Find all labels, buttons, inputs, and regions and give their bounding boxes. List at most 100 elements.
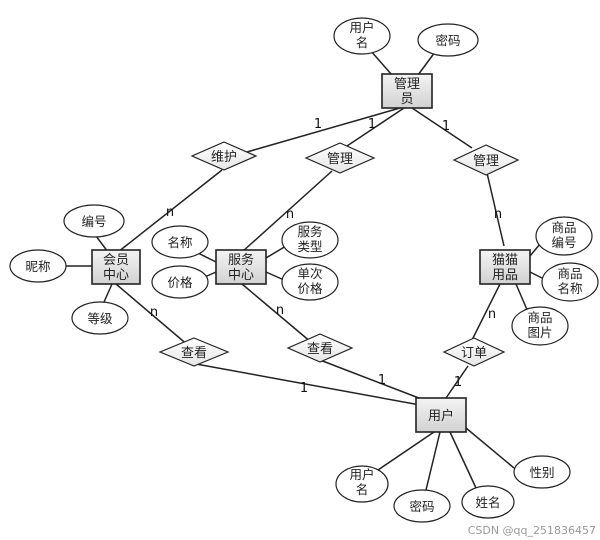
attr-member-level: 等级 [71, 301, 129, 335]
line-user-username [377, 431, 435, 471]
svg-text:名称: 名称 [167, 235, 192, 250]
svg-text:管理: 管理 [327, 152, 353, 167]
line-admin-username [369, 49, 393, 76]
attr-supplies-image: 商品 图片 [511, 306, 569, 346]
svg-text:管理: 管理 [473, 154, 499, 169]
line-view-service-user [319, 359, 425, 401]
svg-text:查看: 查看 [181, 345, 207, 361]
svg-text:图片: 图片 [527, 325, 552, 340]
relationship-order: 订单 [442, 337, 506, 367]
line-maintain-member [117, 169, 223, 253]
card-order-user: 1 [454, 375, 462, 390]
svg-text:猫猫: 猫猫 [492, 253, 518, 268]
attr-service-type: 服务 类型 [281, 221, 339, 259]
svg-text:价格: 价格 [167, 275, 193, 290]
card-supplies-order: n [488, 307, 496, 322]
svg-text:会员: 会员 [103, 253, 129, 268]
entity-service-center: 服务 中心 [215, 249, 267, 285]
card-manage-service-center: n [286, 207, 294, 222]
card-manage-supplies-center: n [494, 207, 502, 222]
svg-text:用户: 用户 [349, 467, 374, 482]
svg-text:中心: 中心 [228, 268, 254, 283]
card-view-user-2: 1 [378, 373, 386, 388]
svg-text:订单: 订单 [461, 346, 487, 361]
card-service-view: n [276, 303, 284, 318]
card-admin-manage-supplies: 1 [442, 119, 450, 134]
watermark: CSDN @qq_251836457 [468, 524, 596, 537]
svg-text:姓名: 姓名 [475, 495, 500, 510]
attr-admin-password: 密码 [417, 23, 479, 57]
line-order-user [445, 365, 469, 399]
card-maintain-member: n [166, 205, 174, 220]
entity-member-center: 会员 中心 [91, 249, 141, 285]
line-service-type [265, 245, 287, 259]
card-admin-maintain: 1 [314, 117, 322, 132]
relationship-view-service: 查看 [286, 333, 354, 363]
svg-text:管理: 管理 [394, 77, 420, 92]
svg-text:等级: 等级 [87, 311, 113, 326]
relationship-manage-service: 管理 [304, 142, 376, 174]
line-supplies-order [471, 283, 501, 341]
relationship-view-member: 查看 [158, 337, 230, 367]
svg-text:维护: 维护 [211, 150, 237, 165]
attr-user-gender: 性别 [513, 455, 571, 489]
svg-text:名: 名 [356, 482, 369, 497]
attr-member-nickname: 昵称 [9, 249, 67, 283]
attr-service-unit-price: 单次 价格 [281, 263, 339, 301]
svg-text:服务: 服务 [297, 224, 322, 239]
svg-text:编号: 编号 [81, 214, 106, 229]
attr-user-username: 用户 名 [335, 465, 389, 503]
card-admin-manage-service: 1 [368, 117, 376, 132]
svg-text:员: 员 [400, 92, 413, 107]
line-manage-supplies-center [486, 172, 505, 247]
svg-text:用户: 用户 [349, 20, 374, 35]
line-user-gender [465, 427, 515, 469]
cardinality-labels: 1 n 1 n 1 n n 1 n 1 n 1 [150, 117, 502, 396]
svg-text:类型: 类型 [297, 239, 322, 254]
svg-text:服务: 服务 [228, 252, 254, 268]
attr-user-name: 姓名 [461, 485, 515, 519]
svg-text:密码: 密码 [435, 33, 460, 48]
svg-text:商品: 商品 [551, 220, 576, 235]
relationship-manage-supplies: 管理 [452, 144, 520, 176]
line-view-member-user [195, 363, 421, 406]
svg-text:查看: 查看 [307, 341, 333, 357]
svg-text:商品: 商品 [527, 310, 552, 325]
attr-service-name: 名称 [151, 225, 209, 259]
line-member-level [103, 283, 113, 303]
svg-text:密码: 密码 [409, 499, 434, 514]
attr-user-password: 密码 [393, 489, 451, 523]
svg-text:名称: 名称 [557, 281, 582, 296]
svg-text:昵称: 昵称 [25, 259, 50, 274]
entity-admin: 管理 员 [381, 73, 433, 109]
line-user-password [425, 431, 441, 491]
svg-text:商品: 商品 [557, 266, 582, 281]
svg-text:编号: 编号 [551, 235, 576, 250]
svg-text:价格: 价格 [297, 281, 323, 296]
card-member-view: n [150, 305, 158, 320]
line-member-view [115, 283, 197, 353]
card-view-user-1: 1 [300, 381, 308, 396]
svg-text:用户: 用户 [428, 408, 454, 424]
attr-supplies-name: 商品 名称 [541, 262, 599, 302]
svg-text:中心: 中心 [103, 268, 129, 283]
relationship-maintain: 维护 [190, 141, 258, 171]
attr-supplies-number: 商品 编号 [535, 216, 593, 256]
svg-text:用品: 用品 [492, 268, 518, 283]
svg-text:性别: 性别 [529, 465, 554, 480]
entity-cat-supplies: 猫猫 用品 [479, 249, 531, 285]
line-supplies-number [529, 243, 541, 257]
line-user-name [449, 431, 477, 489]
line-service-unit-price [265, 271, 285, 281]
line-service-view [241, 283, 319, 349]
entity-user: 用户 [415, 397, 467, 433]
svg-text:单次: 单次 [297, 266, 322, 281]
attr-member-number: 编号 [63, 204, 125, 238]
line-admin-manage-service [343, 107, 405, 149]
line-manage-service-center [241, 170, 333, 253]
svg-text:名: 名 [356, 35, 369, 50]
line-admin-manage-supplies [411, 107, 473, 149]
attr-admin-username: 用户 名 [333, 17, 391, 55]
line-supplies-image [515, 283, 529, 313]
